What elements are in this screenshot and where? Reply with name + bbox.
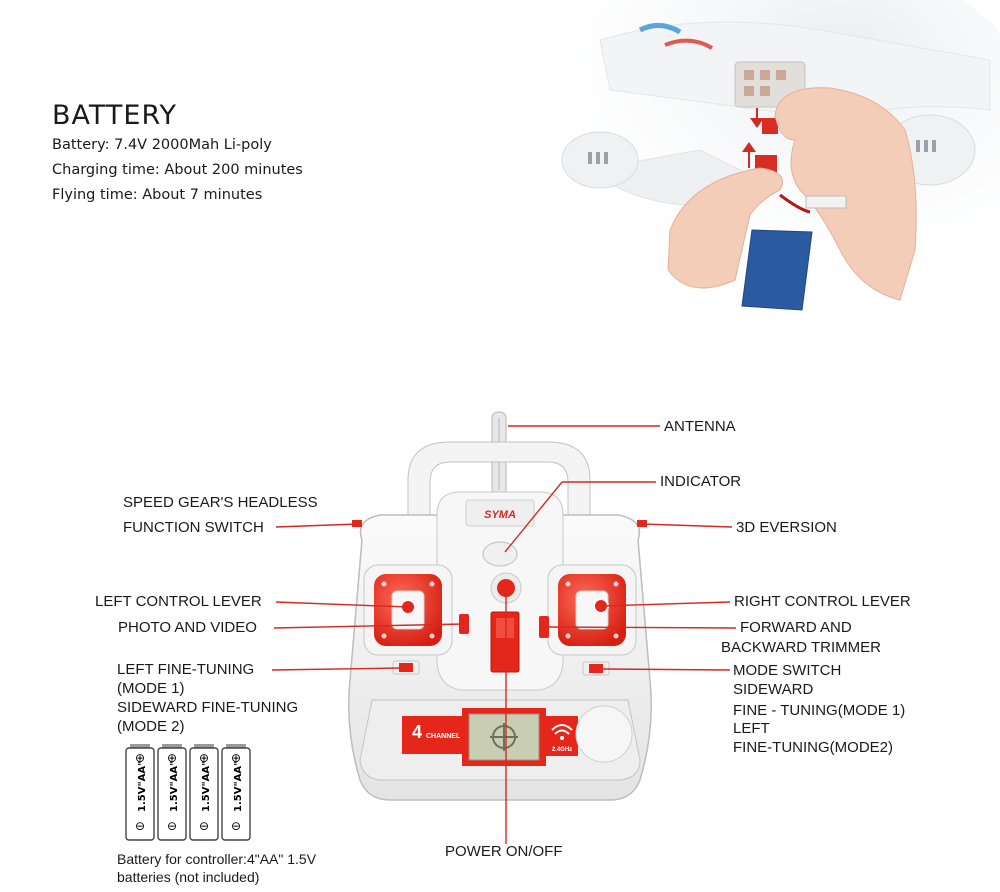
label-power: POWER ON/OFF <box>445 843 563 860</box>
label-antenna: ANTENNA <box>664 418 736 435</box>
label-left-fine-2: (MODE 1) <box>117 680 185 697</box>
indicator-light <box>482 541 518 567</box>
label-speed-gear-2: FUNCTION SWITCH <box>123 519 264 536</box>
label-forward-2: BACKWARD TRIMMER <box>721 639 882 656</box>
brand-logo: SYMA <box>484 509 516 521</box>
battery-cover-dial <box>575 705 633 763</box>
label-left-control-lever: LEFT CONTROL LEVER <box>95 593 262 610</box>
svg-text:⊖: ⊖ <box>231 819 241 833</box>
badge-number: 4 <box>412 722 422 742</box>
aa-batteries: ⊕ ⊖ 1.5V"AA" ⊕ ⊖ 1.5V"AA" ⊕ ⊖ 1.5V"AA" ⊕… <box>125 744 251 841</box>
svg-text:⊖: ⊖ <box>167 819 177 833</box>
battery-spec-charging: Charging time: About 200 minutes <box>52 162 303 178</box>
badge-channel-text: CHANNEL <box>426 733 461 740</box>
label-speed-gear-1: SPEED GEAR'S HEADLESS <box>123 494 318 511</box>
label-photo-video: PHOTO AND VIDEO <box>118 619 257 636</box>
aa-battery-note-1: Battery for controller:4"AA" 1.5V <box>117 851 317 867</box>
aa-battery-label-2: 1.5V"AA" <box>169 761 180 812</box>
label-3d-eversion: 3D EVERSION <box>736 519 837 536</box>
svg-text:⊖: ⊖ <box>199 819 209 833</box>
label-mode-3: FINE - TUNING(MODE 1) <box>733 702 906 719</box>
svg-text:⊖: ⊖ <box>135 819 145 833</box>
wifi-icon <box>551 724 573 731</box>
label-forward-1: FORWARD AND <box>740 619 852 636</box>
label-mode-5: FINE-TUNING(MODE2) <box>733 739 893 756</box>
label-left-fine-3: SIDEWARD FINE-TUNING <box>117 699 299 716</box>
left-fine-tuning-button[interactable] <box>399 663 413 672</box>
label-right-control-lever: RIGHT CONTROL LEVER <box>734 593 911 610</box>
aa-battery-note-2: batteries (not included) <box>117 869 260 885</box>
3d-eversion-button[interactable] <box>637 520 647 527</box>
battery-spec-voltage: Battery: 7.4V 2000Mah Li-poly <box>52 137 272 153</box>
leader-lines <box>271 425 737 844</box>
label-mode-1: MODE SWITCH <box>733 662 842 679</box>
label-left-fine-1: LEFT FINE-TUNING <box>117 661 255 678</box>
svg-text:⊕: ⊕ <box>231 751 241 765</box>
svg-text:⊕: ⊕ <box>199 751 209 765</box>
wifi-text: 2.4GHz <box>552 747 572 753</box>
label-left-fine-4: (MODE 2) <box>117 718 185 735</box>
mode-switch-button[interactable] <box>589 664 603 673</box>
label-mode-2: SIDEWARD <box>733 681 814 698</box>
aa-battery-label-1: 1.5V"AA" <box>137 761 148 812</box>
svg-text:⊕: ⊕ <box>135 751 145 765</box>
battery-title: BATTERY <box>52 100 177 131</box>
aa-battery-label-4: 1.5V"AA" <box>233 761 244 812</box>
battery-spec-flying: Flying time: About 7 minutes <box>52 187 263 203</box>
svg-text:⊕: ⊕ <box>167 751 177 765</box>
label-indicator: INDICATOR <box>660 473 742 490</box>
label-mode-4: LEFT <box>733 720 770 737</box>
aa-battery-label-3: 1.5V"AA" <box>201 761 212 812</box>
